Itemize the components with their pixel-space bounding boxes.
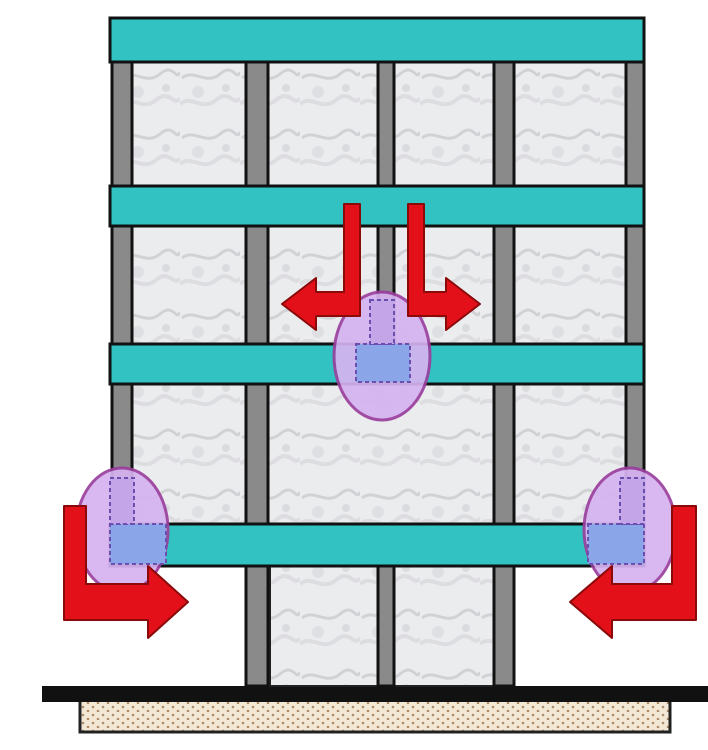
wall-panel [513,61,627,187]
arrow-down-left-icon [281,203,361,331]
arrow-down-right-icon [63,505,189,639]
wall-panel [269,565,379,687]
joint-highlight-right [582,466,678,594]
wall-panel [131,225,247,345]
arrow-down-right-icon [407,203,481,331]
wall-panel [267,61,379,187]
wall-panel [393,565,495,687]
arrow-down-left-icon [569,505,697,639]
foundation-strip [78,698,672,734]
force-arrows [63,203,697,639]
wall-panel [131,61,247,187]
joint-highlight-center [332,290,432,422]
beam-roof [108,16,646,64]
ground-line [42,686,708,702]
wall-panel [513,225,627,345]
column-center-lower [376,564,396,688]
wall-panel [393,61,495,187]
beam-level-1 [108,522,646,568]
column-outer-right [624,16,646,526]
beam-level-3 [108,184,646,228]
column-outer-left [110,16,134,526]
